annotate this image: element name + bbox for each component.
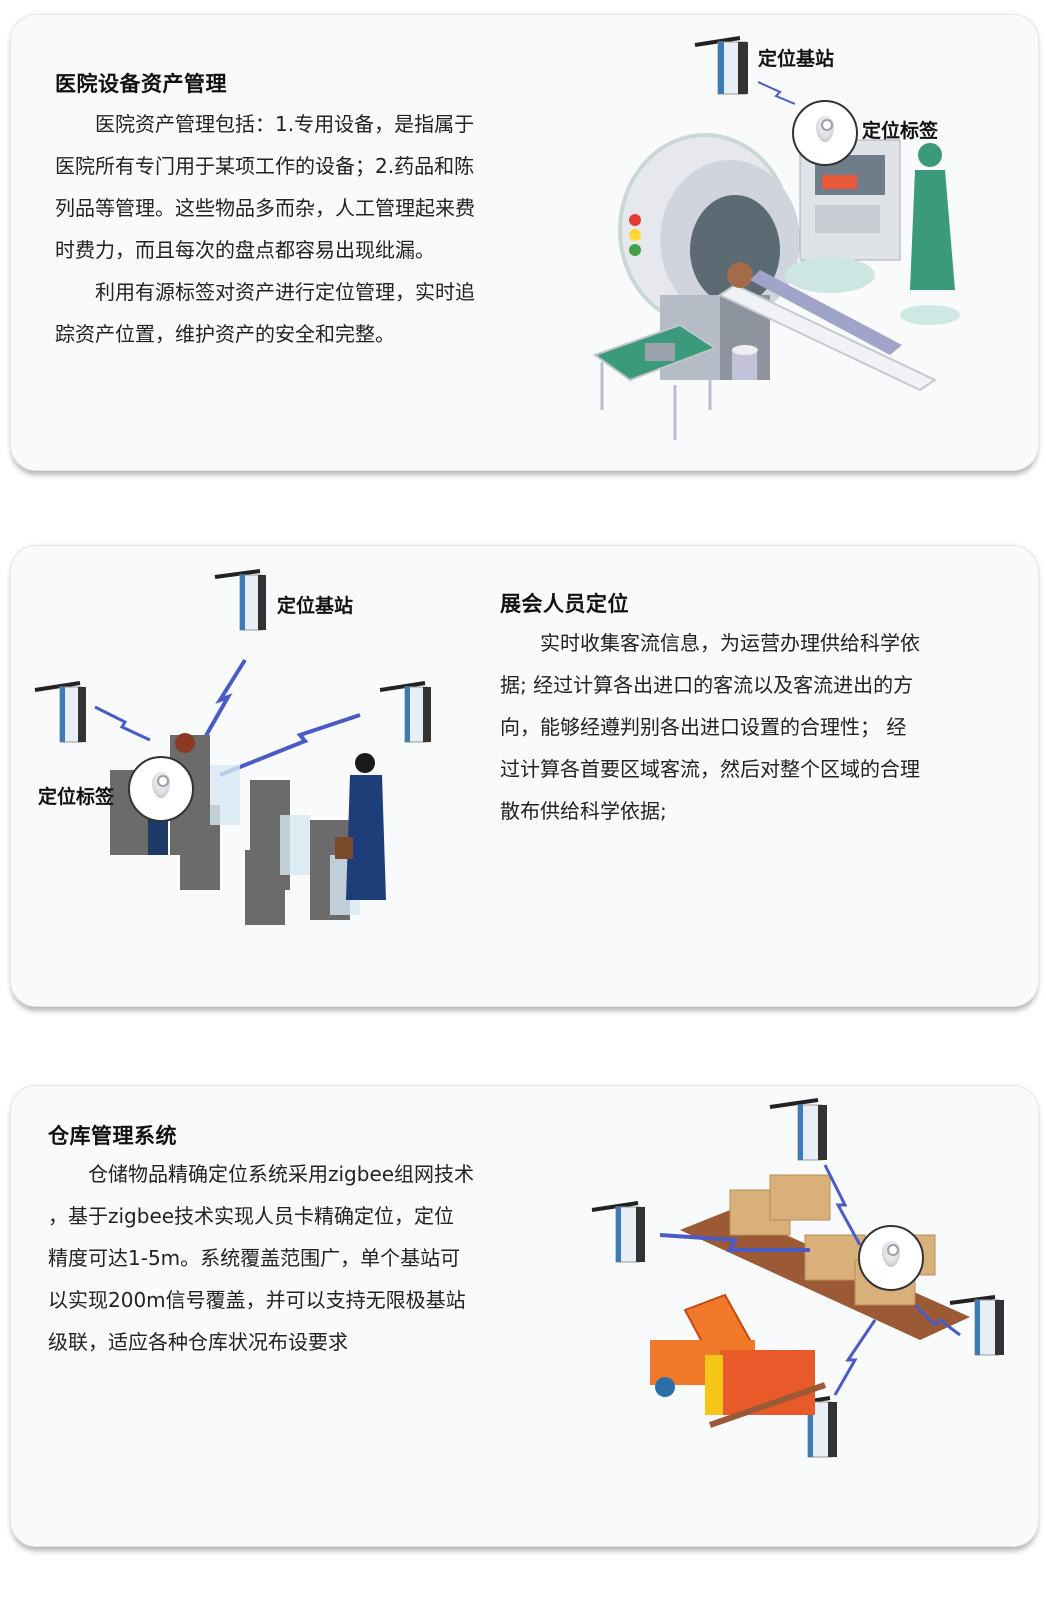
- base-station-icon: [591, 1201, 645, 1263]
- text-line: 列品等管理。这些物品多而杂，人工管理起来费: [55, 196, 475, 220]
- card-description: 实时收集客流信息，为运营办理供给科学依 据; 经过计算各出进口的客流以及客流进出…: [500, 622, 1020, 832]
- base-station-icon: [769, 1098, 827, 1161]
- base-station-label: 定位基站: [758, 48, 835, 70]
- locator-tag-label: 定位标签: [38, 786, 115, 808]
- card-title: 展会人员定位: [500, 592, 629, 616]
- text-line: 精度可达1-5m。系统覆盖范围广，单个基站可: [48, 1246, 461, 1270]
- base-station-icon: [949, 1295, 1004, 1356]
- base-station-icon: [214, 569, 266, 631]
- card-warehouse-management: [10, 1085, 1039, 1547]
- card-title: 仓库管理系统: [48, 1124, 177, 1148]
- text-line: 散布供给科学依据;: [500, 799, 667, 823]
- card-title: 医院设备资产管理: [55, 72, 227, 96]
- base-station-label: 定位基站: [277, 595, 354, 617]
- base-station-icon: [784, 1396, 837, 1458]
- text-line: 实时收集客流信息，为运营办理供给科学依: [540, 631, 920, 655]
- base-station-icon: [379, 681, 431, 743]
- exhibition-illustration: [30, 565, 450, 945]
- warehouse-illustration: [590, 1095, 1020, 1495]
- locator-tag-icon: [792, 100, 858, 166]
- text-line: 利用有源标签对资产进行定位管理，实时追: [95, 280, 475, 304]
- text-line: 仓储物品精确定位系统采用zigbee组网技术: [88, 1162, 475, 1186]
- base-station-icon: [694, 36, 748, 95]
- locator-tag-icon: [858, 1225, 924, 1291]
- locator-tag-icon: [128, 756, 194, 822]
- base-station-icon: [34, 681, 86, 743]
- text-line: 向，能够经遵判别各出进口设置的合理性； 经: [500, 715, 907, 739]
- text-line: 时费力，而且每次的盘点都容易出现纰漏。: [55, 238, 435, 262]
- locator-tag-label: 定位标签: [862, 120, 939, 142]
- text-line: 医院资产管理包括：1.专用设备，是指属于: [95, 112, 475, 136]
- text-line: 医院所有专门用于某项工作的设备；2.药品和陈: [55, 154, 475, 178]
- text-line: 据; 经过计算各出进口的客流以及客流进出的方: [500, 673, 914, 697]
- card-description: 医院资产管理包括：1.专用设备，是指属于 医院所有专门用于某项工作的设备；2.药…: [55, 103, 565, 355]
- text-line: 级联，适应各种仓库状况布设要求: [48, 1330, 348, 1354]
- text-line: 以实现200m信号覆盖，并可以支持无限极基站: [48, 1288, 466, 1312]
- text-line: 过计算各首要区域客流，然后对整个区域的合理: [500, 757, 920, 781]
- text-line: ，基于zigbee技术实现人员卡精确定位，定位: [48, 1204, 455, 1228]
- text-line: 踪资产位置，维护资产的安全和完整。: [55, 322, 395, 346]
- hospital-illustration: [590, 30, 990, 450]
- card-description: 仓储物品精确定位系统采用zigbee组网技术 ，基于zigbee技术实现人员卡精…: [48, 1153, 568, 1363]
